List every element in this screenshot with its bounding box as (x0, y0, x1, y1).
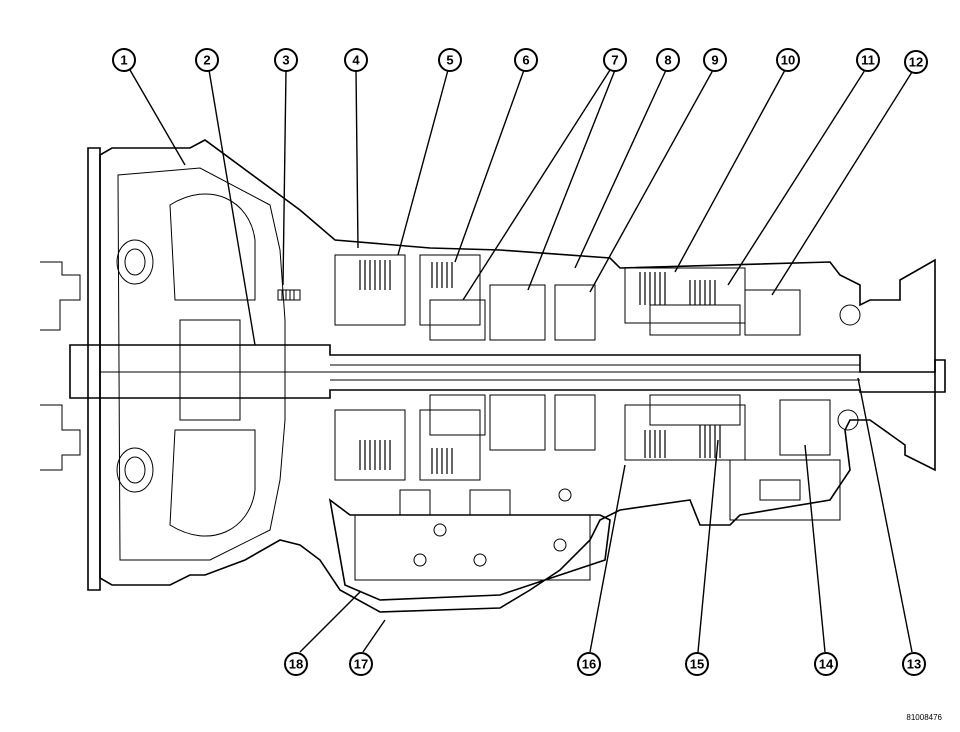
callout-1: 1 (112, 48, 136, 72)
callout-8-label: 8 (664, 53, 671, 68)
leader-2 (208, 69, 256, 346)
callout-10: 10 (776, 48, 800, 72)
callout-10-label: 10 (781, 53, 795, 68)
leader-4 (355, 69, 359, 249)
leader-10 (674, 69, 786, 273)
callout-13: 13 (902, 652, 926, 676)
callout-16-label: 16 (582, 657, 596, 672)
callout-16: 16 (577, 652, 601, 676)
callout-5: 5 (438, 48, 462, 72)
callout-3: 3 (274, 48, 298, 72)
callout-11-label: 11 (861, 53, 875, 68)
leader-17 (362, 619, 386, 653)
callout-1-label: 1 (120, 53, 127, 68)
leader-11 (727, 69, 866, 286)
callout-11: 11 (856, 48, 880, 72)
leader-16 (589, 464, 626, 653)
callout-18: 18 (284, 652, 308, 676)
leader-7a (462, 69, 611, 301)
callout-7-label: 7 (611, 53, 618, 68)
leader-9 (589, 69, 714, 293)
callouts: 1 2 3 4 5 6 7 8 9 10 11 12 13 14 15 16 1… (112, 48, 928, 676)
callout-17-label: 17 (354, 657, 368, 672)
callout-12-label: 12 (909, 55, 923, 70)
callout-9-label: 9 (711, 53, 718, 68)
leader-8 (574, 69, 667, 269)
callout-15-label: 15 (690, 657, 704, 672)
leader-15 (697, 439, 719, 653)
callout-13-label: 13 (907, 657, 921, 672)
callout-leader-lines (129, 69, 913, 653)
figure-id-code: 81008476 (906, 713, 942, 722)
leader-7b (527, 69, 616, 291)
callout-17: 17 (349, 652, 373, 676)
leader-6 (454, 69, 525, 263)
callout-4: 4 (344, 48, 368, 72)
leader-3 (282, 69, 287, 286)
transmission-drawing (40, 139, 946, 613)
leader-5 (397, 69, 449, 256)
leader-14 (804, 444, 826, 653)
callout-9: 9 (703, 48, 727, 72)
leader-18 (299, 591, 361, 653)
callout-12: 12 (904, 50, 928, 74)
callout-2-label: 2 (203, 53, 210, 68)
callout-14-label: 14 (819, 657, 834, 672)
callout-7: 7 (603, 48, 627, 72)
callout-2: 2 (195, 48, 219, 72)
callout-14: 14 (814, 652, 838, 676)
leader-1 (129, 69, 186, 166)
leader-12 (771, 71, 913, 296)
callout-8: 8 (656, 48, 680, 72)
callout-5-label: 5 (446, 53, 453, 68)
callout-18-label: 18 (289, 657, 303, 672)
callout-4-label: 4 (352, 53, 360, 68)
callout-6: 6 (514, 48, 538, 72)
callout-3-label: 3 (282, 53, 289, 68)
callout-6-label: 6 (522, 53, 529, 68)
callout-15: 15 (685, 652, 709, 676)
leader-13 (857, 377, 913, 653)
